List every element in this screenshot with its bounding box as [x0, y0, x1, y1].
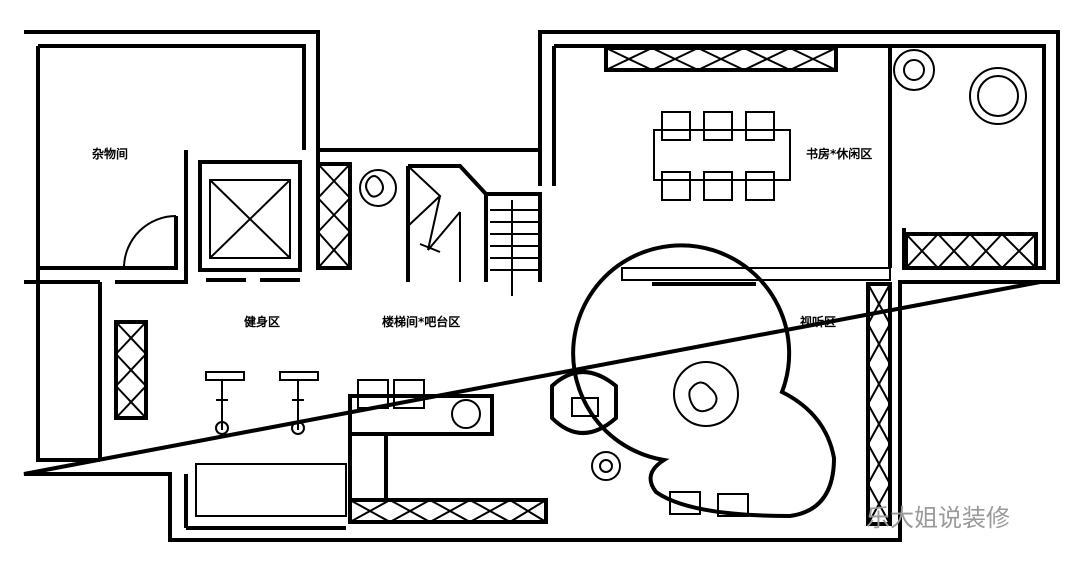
storage-door — [123, 215, 177, 269]
watermark-text: 乐大姐说装修 — [866, 504, 1010, 532]
gym-lower-wall — [195, 463, 347, 517]
balcony-cabinet — [904, 232, 1038, 270]
exercise-bike-icon — [279, 371, 319, 435]
room-label-gym: 健身区 — [244, 314, 280, 329]
outer-walls — [23, 30, 1060, 542]
bar-cabinet — [348, 498, 548, 524]
dining-table-with-chairs — [653, 111, 791, 201]
round-sofa — [571, 243, 837, 519]
armchair-icon — [550, 370, 618, 435]
av-cabinet — [866, 282, 892, 526]
study-bookshelf — [604, 46, 838, 72]
room-label-study: 书房*休闲区 — [806, 146, 872, 161]
gym-cabinet — [114, 320, 148, 420]
elevator-shaft — [198, 160, 302, 282]
balcony-plant-icon — [893, 49, 935, 91]
staircase — [406, 164, 542, 296]
room-label-stair-bar: 楼梯间*吧台区 — [382, 314, 460, 329]
bar-counter — [348, 379, 494, 502]
av-room-opening — [621, 267, 891, 286]
exercise-bike-icon — [205, 371, 245, 435]
plant-icon — [359, 169, 397, 207]
room-label-av: 视听区 — [800, 314, 836, 329]
round-chair-icon — [969, 67, 1027, 125]
tall-cabinet — [316, 162, 352, 270]
room-label-storage: 杂物间 — [92, 146, 128, 161]
side-table-icon — [591, 451, 621, 481]
